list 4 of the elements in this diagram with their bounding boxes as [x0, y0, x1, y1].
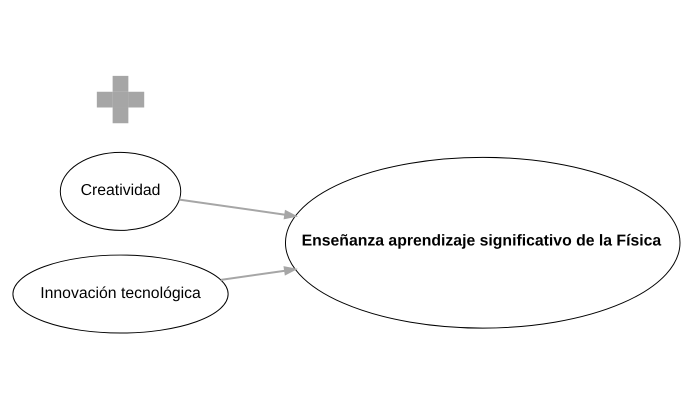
node-ellipse: Creatividad — [60, 152, 182, 231]
node-ellipse: Innovación tecnológica — [12, 254, 229, 334]
arrow — [220, 266, 298, 281]
arrow — [179, 198, 298, 220]
